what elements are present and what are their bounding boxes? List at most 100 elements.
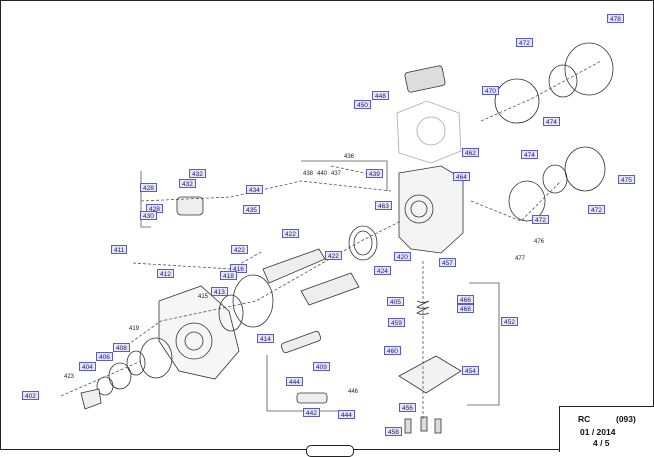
pump-body-shape: [398, 165, 464, 254]
callout-411[interactable]: 411: [111, 245, 128, 254]
callout-463[interactable]: 463: [375, 201, 392, 210]
fitting-442: [296, 392, 328, 404]
sensor-block-shape: [404, 65, 446, 93]
callout-430[interactable]: 430: [140, 211, 157, 220]
label-476: 476: [534, 239, 545, 245]
pump-body-bore-inner: [410, 200, 428, 218]
snap-ring-406: [108, 362, 132, 390]
title-block-rc: RC: [578, 414, 591, 424]
callout-466[interactable]: 466: [457, 295, 474, 304]
oring-lower: [508, 180, 546, 222]
callout-439[interactable]: 439: [366, 169, 383, 178]
label-423: 423: [64, 374, 75, 380]
callout-422[interactable]: 422: [282, 229, 299, 238]
callout-460[interactable]: 460: [384, 346, 401, 355]
callout-405[interactable]: 405: [387, 297, 404, 306]
rear-cover-upper: [564, 42, 614, 96]
callout-457[interactable]: 457: [439, 258, 456, 267]
callout-454[interactable]: 454: [462, 366, 479, 375]
callout-444[interactable]: 444: [286, 377, 303, 386]
ghost-housing-bore: [416, 116, 446, 146]
label-440: 440: [317, 171, 328, 177]
callout-435[interactable]: 435: [243, 205, 260, 214]
callout-474-b[interactable]: 474: [521, 150, 538, 159]
seal-ring-415: [218, 294, 244, 332]
label-438: 438: [303, 171, 314, 177]
title-block: RC (093) 01 / 2014 4 / 5: [559, 406, 654, 452]
callout-462[interactable]: 462: [462, 148, 479, 157]
callout-472-c[interactable]: 472: [532, 215, 549, 224]
callout-472-b[interactable]: 472: [588, 205, 605, 214]
callout-420[interactable]: 420: [394, 252, 411, 261]
bolt-c: [434, 418, 442, 434]
callout-464[interactable]: 464: [453, 172, 470, 181]
callout-475[interactable]: 475: [618, 175, 635, 184]
plate-450: [398, 355, 462, 394]
label-419: 419: [129, 326, 140, 332]
callout-458[interactable]: 458: [385, 427, 402, 436]
bracket-frame-452: [467, 282, 500, 406]
callout-452[interactable]: 452: [501, 317, 518, 326]
label-415: 415: [198, 294, 209, 300]
fitting-409: [280, 330, 322, 354]
callout-474[interactable]: 474: [543, 117, 560, 126]
callout-444-b[interactable]: 444: [338, 410, 355, 419]
valve-428: [176, 196, 204, 216]
callout-418[interactable]: 418: [220, 271, 237, 280]
bracket-423: [80, 388, 102, 410]
bolt-a: [404, 418, 412, 434]
callout-456[interactable]: 456: [399, 403, 416, 412]
title-block-date: 01 / 2014: [580, 427, 616, 437]
rear-plate-upper: [548, 64, 578, 98]
callout-406[interactable]: 406: [96, 352, 113, 361]
bottom-tab: [306, 445, 354, 457]
rear-cover-lower: [564, 146, 606, 192]
callout-448[interactable]: 448: [372, 91, 389, 100]
callout-468[interactable]: 468: [457, 304, 474, 313]
callout-428[interactable]: 428: [140, 183, 157, 192]
seal-ring-419: [139, 337, 173, 379]
pump-body-bore: [404, 194, 434, 224]
callout-434[interactable]: 434: [246, 185, 263, 194]
callout-424[interactable]: 424: [374, 266, 391, 275]
callout-442[interactable]: 442: [303, 408, 320, 417]
oring-upper: [494, 78, 540, 124]
bolt-b: [420, 416, 428, 432]
bracket-frame-444: [266, 355, 355, 412]
bearing-424: [348, 225, 378, 261]
callout-412[interactable]: 412: [157, 269, 174, 278]
label-477: 477: [515, 256, 526, 262]
title-block-page-number: 4 / 5: [593, 438, 610, 448]
callout-408[interactable]: 408: [113, 343, 130, 352]
callout-432[interactable]: 432: [189, 169, 206, 178]
front-cover-hub: [175, 322, 213, 360]
bearing-424-inner: [353, 230, 373, 256]
callout-416[interactable]: 416: [230, 264, 247, 273]
callout-409[interactable]: 409: [313, 362, 330, 371]
drive-shaft-lower: [300, 272, 360, 306]
label-436: 436: [344, 154, 355, 160]
callout-450[interactable]: 450: [354, 100, 371, 109]
callout-422-b[interactable]: 422: [231, 245, 248, 254]
bracket-frame-436: [301, 160, 388, 191]
label-437: 437: [331, 171, 342, 177]
callout-413[interactable]: 413: [211, 287, 228, 296]
callout-472[interactable]: 472: [516, 38, 533, 47]
callout-414[interactable]: 414: [257, 334, 274, 343]
callout-422-c[interactable]: 422: [325, 251, 342, 260]
callout-478[interactable]: 478: [607, 14, 624, 23]
label-446: 446: [348, 389, 359, 395]
front-cover-hub-inner: [184, 331, 204, 351]
callout-402[interactable]: 402: [22, 391, 39, 400]
washer-408: [126, 350, 146, 376]
callout-432-b[interactable]: 432: [179, 179, 196, 188]
rear-plate-lower: [542, 164, 568, 194]
seal-ring-418: [232, 274, 274, 328]
callout-470[interactable]: 470: [482, 86, 499, 95]
callout-404[interactable]: 404: [79, 362, 96, 371]
callout-459[interactable]: 459: [388, 318, 405, 327]
ghost-housing-shape: [396, 100, 462, 164]
title-block-code: (093): [616, 414, 636, 424]
